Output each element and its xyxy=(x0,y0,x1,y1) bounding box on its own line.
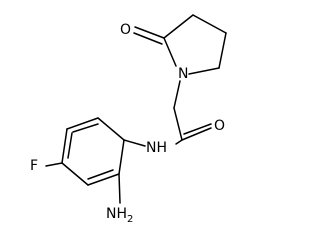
amine-label-main: NH xyxy=(106,206,127,222)
bond-ar-amine xyxy=(118,173,121,204)
bond-c4-c5 xyxy=(218,32,227,69)
ring-nitrogen-label: N xyxy=(178,66,188,82)
bond-nh-aryl xyxy=(123,139,146,147)
bond-ketone-outer xyxy=(134,26,165,39)
bond-ar-double-c xyxy=(67,132,73,159)
bond-ar-5-6 xyxy=(66,117,99,130)
benzene-ring xyxy=(45,117,125,204)
bond-c2-c3 xyxy=(163,14,194,39)
bond-ar-fluorine xyxy=(45,162,63,167)
amine-label: NH2 xyxy=(106,206,133,225)
bond-ar-double-b xyxy=(72,123,99,133)
fluorine-label: F xyxy=(30,158,38,174)
bond-ar-6-1 xyxy=(97,117,125,141)
bond-ch2-carbonyl xyxy=(173,107,183,141)
bond-c5-n1 xyxy=(188,67,220,75)
bond-ar-double-a xyxy=(87,169,114,180)
bond-ar-1-2 xyxy=(118,139,125,175)
amide-linker xyxy=(123,80,212,147)
bond-amide-co-inner xyxy=(183,123,212,135)
bond-ketone-inner xyxy=(133,32,163,45)
bond-ar-3-4 xyxy=(61,162,89,186)
bond-n1-ch2 xyxy=(173,80,181,109)
bond-c3-c4 xyxy=(192,14,227,34)
pyrrolidinone-ring xyxy=(133,14,227,75)
bond-n1-c2 xyxy=(163,37,177,67)
amide-nitrogen-label: NH xyxy=(146,140,167,156)
ketone-oxygen-label: O xyxy=(120,22,131,38)
bond-amide-co-outer xyxy=(181,127,212,141)
bond-ar-4-5 xyxy=(61,128,68,164)
amine-label-subscript: 2 xyxy=(127,214,133,225)
amide-oxygen-label: O xyxy=(214,118,225,134)
structure-diagram: N O O NH F NH2 xyxy=(30,14,227,225)
bond-carbonyl-nh xyxy=(175,139,183,145)
bond-ar-2-3 xyxy=(87,173,120,186)
